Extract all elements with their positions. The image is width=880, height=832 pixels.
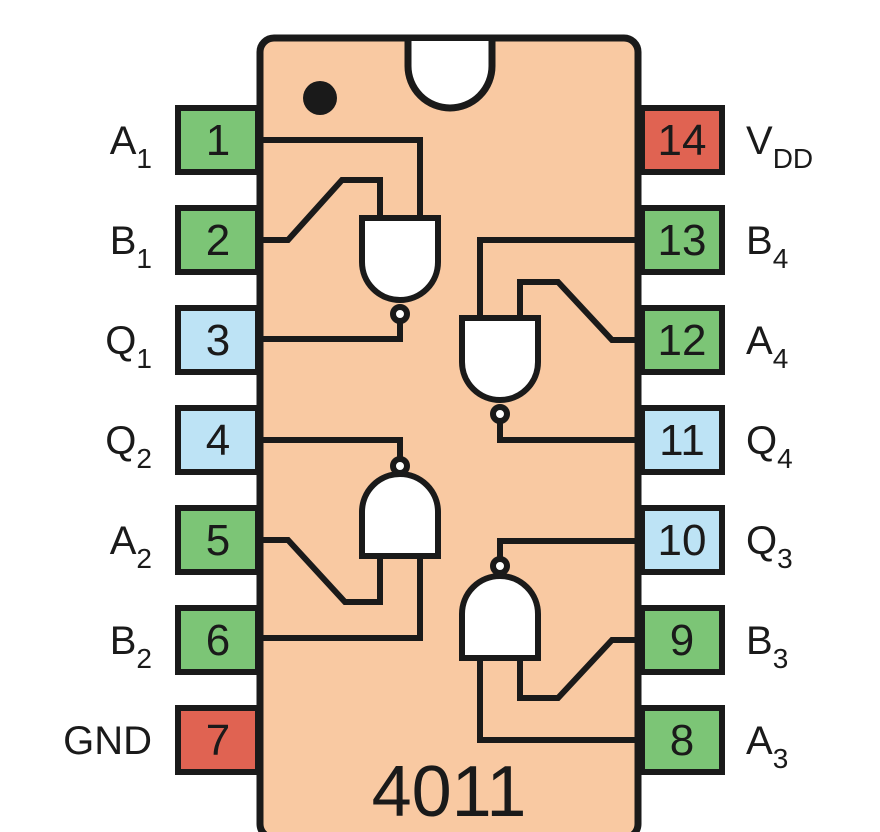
pin-12: 12 A4	[639, 305, 788, 375]
wire-pin5-to-gate2	[262, 537, 383, 605]
pin-12-box	[639, 305, 725, 375]
pins: 1 A1 2 B1 3 Q1 4 Q2 5 A2 6 B2 7 GND 8 A3 9 B3 10 Q3 11 Q4 12 A4…	[63, 105, 813, 775]
pin-14-number: 14	[658, 116, 707, 165]
pin-8-number: 8	[670, 716, 694, 765]
pin-8: 8 A3	[639, 705, 788, 775]
pin-13-label: B4	[746, 219, 788, 274]
internal-wiring	[262, 137, 640, 743]
nand-gate-1	[359, 215, 441, 303]
wire-pin8-to-gate3	[477, 658, 640, 743]
pin-11: 11 Q4	[639, 405, 793, 475]
pin-14-label: VDD	[746, 119, 813, 174]
pin-1-number: 1	[206, 116, 230, 165]
pin-6-number: 6	[206, 616, 230, 665]
pin-10: 10 Q3	[639, 505, 793, 575]
pin-13: 13 B4	[639, 205, 788, 275]
pin-2-label: B1	[110, 219, 152, 274]
pin-10-label: Q3	[746, 519, 793, 574]
pin-14-box	[639, 105, 725, 175]
pin-9-label: B3	[746, 619, 788, 674]
chip-part-number: 4011	[372, 752, 527, 832]
wire-gate3-to-pin10	[497, 538, 640, 557]
wire-gate1-to-pin3	[262, 323, 403, 342]
ic-body	[256, 34, 642, 832]
pin-5-number: 5	[206, 516, 230, 565]
pin-2-number: 2	[206, 216, 230, 265]
pin-5-label: A2	[110, 519, 152, 574]
pin-3-box	[175, 305, 261, 375]
wire-pin1-to-gate1	[262, 137, 423, 218]
pin-1-box	[175, 105, 261, 175]
wire-pin12-to-gate4	[517, 279, 640, 343]
pin-6-label: B2	[110, 619, 152, 674]
pin-9-number: 9	[670, 616, 694, 665]
pin-11-label: Q4	[746, 419, 793, 474]
pin-9: 9 B3	[639, 605, 788, 675]
wire-pin13-to-gate4	[477, 237, 640, 318]
pin-7-number: 7	[206, 716, 230, 765]
pin1-marker-dot	[303, 81, 337, 115]
pin-4-number: 4	[206, 416, 230, 465]
pin-7-label: GND	[63, 719, 152, 763]
nand-gate-2	[359, 471, 441, 559]
pin-3-label: Q1	[105, 319, 152, 374]
pin-4-box	[175, 405, 261, 475]
pin-13-box	[639, 205, 725, 275]
pin-3: 3 Q1	[105, 305, 261, 375]
pin-5: 5 A2	[110, 505, 261, 575]
nand-gates	[359, 215, 541, 661]
pin-2: 2 B1	[110, 205, 261, 275]
pin-1-label: A1	[110, 119, 152, 174]
pin-6: 6 B2	[110, 605, 261, 675]
wire-pin6-to-gate2	[262, 556, 423, 641]
pin-8-box	[639, 705, 725, 775]
wire-pin9-to-gate3	[517, 637, 640, 701]
pin-9-box	[639, 605, 725, 675]
pin-4: 4 Q2	[105, 405, 261, 475]
wire-pin2-to-gate1	[262, 177, 383, 243]
wire-gate4-to-pin11	[497, 423, 640, 443]
wire-gate2-to-pin4	[262, 437, 403, 457]
gate1-output-bubble	[390, 304, 410, 324]
pin-10-box	[639, 505, 725, 575]
pin-2-box	[175, 205, 261, 275]
pin-5-box	[175, 505, 261, 575]
pin-7-box	[175, 705, 261, 775]
pin-7: 7 GND	[63, 705, 261, 775]
pin-3-number: 3	[206, 316, 230, 365]
pin-12-number: 12	[658, 316, 707, 365]
pin-14: 14 VDD	[639, 105, 813, 175]
pin-4-label: Q2	[105, 419, 152, 474]
gate4-output-bubble	[490, 404, 510, 424]
pin-13-number: 13	[658, 216, 707, 265]
pin-11-box	[639, 405, 725, 475]
pin-11-number: 11	[659, 416, 705, 465]
nand-gate-3	[459, 573, 541, 661]
gate2-output-bubble	[390, 456, 410, 476]
pin-12-label: A4	[746, 319, 788, 374]
pin-10-number: 10	[658, 516, 707, 565]
pin-6-box	[175, 605, 261, 675]
pin-1: 1 A1	[110, 105, 261, 175]
pin-8-label: A3	[746, 719, 788, 774]
nand-gate-4	[459, 315, 541, 403]
gate3-output-bubble	[490, 556, 510, 576]
orientation-notch	[404, 41, 496, 112]
